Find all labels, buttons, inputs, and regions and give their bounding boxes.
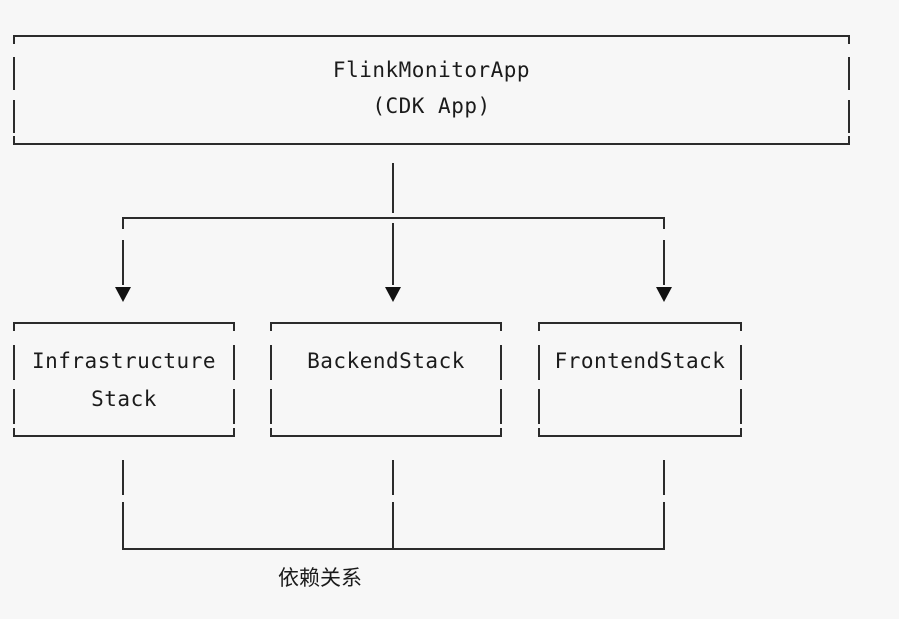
root-box-title: FlinkMonitorApp — [332, 58, 531, 82]
connector-bus-bottom — [122, 548, 665, 550]
box-border-left-segment — [13, 389, 15, 424]
box-border-right-segment — [500, 345, 502, 380]
stack-box-infrastructure: Infrastructure Stack — [13, 322, 235, 437]
connector-bus-corner-left — [122, 217, 124, 229]
box-border-right-segment — [233, 389, 235, 424]
box-border-bottom — [13, 143, 850, 145]
box-border-left-segment — [13, 345, 15, 380]
box-border-top — [538, 322, 742, 324]
box-corner-bottom-right — [233, 428, 235, 437]
box-border-left-segment — [538, 389, 540, 424]
box-border-right-segment — [233, 345, 235, 380]
box-corner-top-left — [538, 322, 540, 331]
arrowhead-down-icon — [385, 287, 401, 302]
box-border-right-segment — [848, 100, 850, 133]
box-corner-top-right — [740, 322, 742, 331]
dependency-relation-label: 依赖关系 — [278, 566, 362, 590]
connector-drop-backend — [392, 223, 394, 285]
stack-box-label-line1: FrontendStack — [554, 349, 726, 373]
connector-dep-drop-infrastructure — [122, 502, 124, 537]
connector-bus-top — [122, 217, 665, 219]
connector-dep-drop-frontend — [663, 460, 665, 495]
box-border-right-segment — [740, 345, 742, 380]
stack-box-label-line1: BackendStack — [307, 349, 465, 373]
box-border-bottom — [270, 435, 502, 437]
connector-bus-corner-right — [663, 217, 665, 229]
connector-dep-corner-left — [122, 537, 124, 548]
arrowhead-down-icon — [656, 287, 672, 302]
arrowhead-down-icon — [115, 287, 131, 302]
root-box-flinkmonitorapp: FlinkMonitorApp (CDK App) — [13, 35, 850, 145]
stack-box-backend: BackendStack — [270, 322, 502, 437]
connector-dep-drop-backend — [392, 460, 394, 495]
box-corner-top-right — [848, 35, 850, 44]
box-border-bottom — [13, 435, 235, 437]
box-corner-bottom-left — [538, 428, 540, 437]
stack-box-label-line1: Infrastructure — [31, 349, 216, 373]
box-corner-top-right — [500, 322, 502, 331]
box-border-left-segment — [538, 345, 540, 380]
box-border-top — [270, 322, 502, 324]
box-corner-top-left — [270, 322, 272, 331]
connector-dep-drop-backend — [392, 502, 394, 548]
connector-dep-drop-infrastructure — [122, 460, 124, 495]
connector-dep-drop-frontend — [663, 502, 665, 537]
box-border-top — [13, 35, 850, 37]
box-border-top — [13, 322, 235, 324]
box-border-left-segment — [270, 345, 272, 380]
box-corner-top-left — [13, 35, 15, 44]
box-corner-bottom-right — [740, 428, 742, 437]
box-border-left-segment — [270, 389, 272, 424]
box-border-right-segment — [740, 389, 742, 424]
box-border-right-segment — [848, 57, 850, 90]
connector-root-stem — [392, 163, 394, 213]
box-corner-top-left — [13, 322, 15, 331]
connector-drop-frontend — [663, 240, 665, 285]
box-border-bottom — [538, 435, 742, 437]
box-border-left-segment — [13, 100, 15, 133]
stack-box-label-line2: Stack — [91, 387, 157, 411]
root-box-subtitle: (CDK App) — [372, 94, 491, 118]
connector-dep-corner-right — [663, 537, 665, 548]
box-corner-bottom-right — [848, 136, 850, 145]
box-border-right-segment — [500, 389, 502, 424]
box-corner-bottom-left — [13, 136, 15, 145]
connector-drop-infrastructure — [122, 240, 124, 285]
stack-box-frontend: FrontendStack — [538, 322, 742, 437]
box-corner-bottom-left — [270, 428, 272, 437]
box-corner-bottom-left — [13, 428, 15, 437]
box-corner-top-right — [233, 322, 235, 331]
box-border-left-segment — [13, 57, 15, 90]
box-corner-bottom-right — [500, 428, 502, 437]
